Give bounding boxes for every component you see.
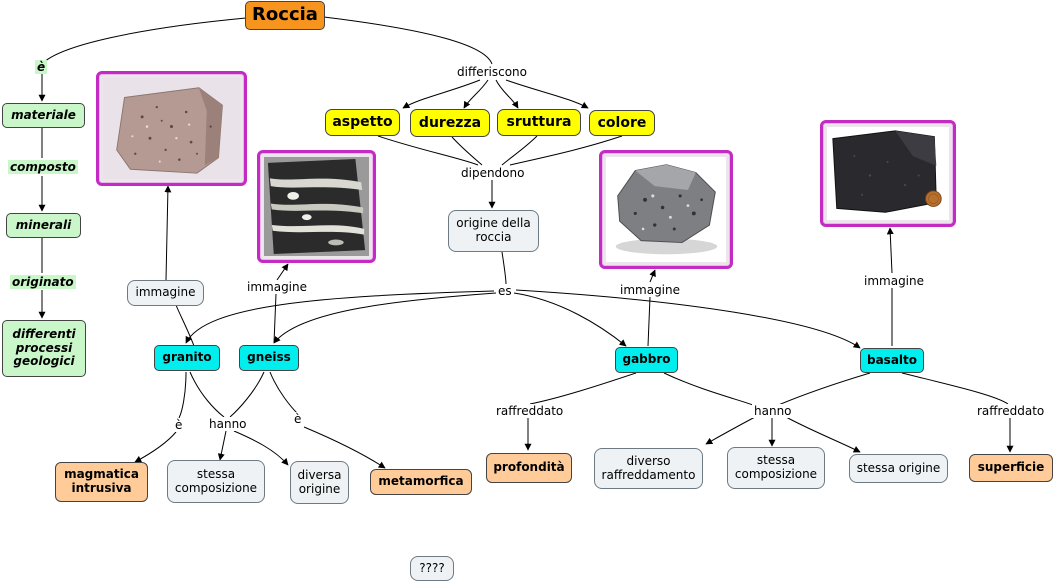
concept-origine-della-roccia[interactable]: origine della roccia bbox=[448, 210, 539, 252]
concept-profondita[interactable]: profondità bbox=[486, 453, 572, 483]
concept-unknown[interactable]: ???? bbox=[410, 556, 454, 581]
concept-diverso-raffreddamento[interactable]: diverso raffreddamento bbox=[594, 448, 703, 489]
concept-stessa-origine[interactable]: stessa origine bbox=[849, 454, 948, 483]
link-label-immagine-basalto: immagine bbox=[862, 274, 927, 288]
concept-durezza[interactable]: durezza bbox=[410, 109, 490, 137]
gabbro-image bbox=[606, 157, 726, 262]
concept-gabbro[interactable]: gabbro bbox=[615, 347, 678, 373]
link-label-hanno-gabbro: hanno bbox=[752, 404, 794, 418]
concept-sruttura[interactable]: sruttura bbox=[497, 109, 581, 136]
concept-metamorfica[interactable]: metamorfica bbox=[370, 469, 472, 495]
concept-stessa-composizione-1[interactable]: stessa composizione bbox=[167, 460, 265, 503]
link-label-raffreddato-basalto: raffreddato bbox=[975, 404, 1047, 418]
gneiss-photo[interactable] bbox=[257, 150, 376, 263]
concept-minerali[interactable]: minerali bbox=[6, 213, 81, 238]
concept-diversa-origine[interactable]: diversa origine bbox=[290, 461, 349, 504]
concept-differenti-processi-geologici[interactable]: differenti processi geologici bbox=[2, 320, 86, 377]
concept-stessa-composizione-2[interactable]: stessa composizione bbox=[727, 447, 825, 489]
concept-basalto[interactable]: basalto bbox=[860, 348, 924, 373]
concept-materiale[interactable]: materiale bbox=[2, 103, 85, 128]
link-label-raffreddato-gabbro: raffreddato bbox=[494, 404, 566, 418]
link-label-e-gneiss: è bbox=[292, 412, 304, 426]
basalt-photo[interactable] bbox=[820, 120, 956, 227]
link-label-originato: originato bbox=[10, 275, 76, 289]
link-label-e-granito: è bbox=[173, 418, 185, 432]
link-label-differiscono: differiscono bbox=[455, 65, 530, 79]
concept-superficie[interactable]: superficie bbox=[969, 454, 1053, 482]
concept-aspetto[interactable]: aspetto bbox=[325, 109, 400, 136]
root-concept-roccia[interactable]: Roccia bbox=[245, 1, 325, 30]
concept-granito[interactable]: granito bbox=[154, 345, 220, 371]
gabbro-photo[interactable] bbox=[599, 150, 733, 269]
concept-colore[interactable]: colore bbox=[589, 110, 655, 136]
gneiss-image bbox=[264, 157, 369, 256]
granite-photo[interactable] bbox=[96, 71, 247, 186]
link-label-e: è bbox=[35, 60, 48, 74]
link-label-composto: composto bbox=[8, 160, 78, 174]
concept-magmatica-intrusiva[interactable]: magmatica intrusiva bbox=[55, 462, 148, 502]
link-label-dipendono: dipendono bbox=[459, 166, 527, 180]
link-label-es: es bbox=[496, 284, 514, 298]
link-label-immagine-gabbro: immagine bbox=[618, 283, 683, 297]
basalt-image bbox=[827, 127, 949, 220]
link-label-hanno-granito: hanno bbox=[207, 417, 249, 431]
concept-gneiss[interactable]: gneiss bbox=[239, 345, 299, 371]
link-label-immagine-gneiss: immagine bbox=[245, 280, 310, 294]
granite-image bbox=[103, 78, 240, 179]
concept-immagine-granito[interactable]: immagine bbox=[127, 280, 204, 306]
